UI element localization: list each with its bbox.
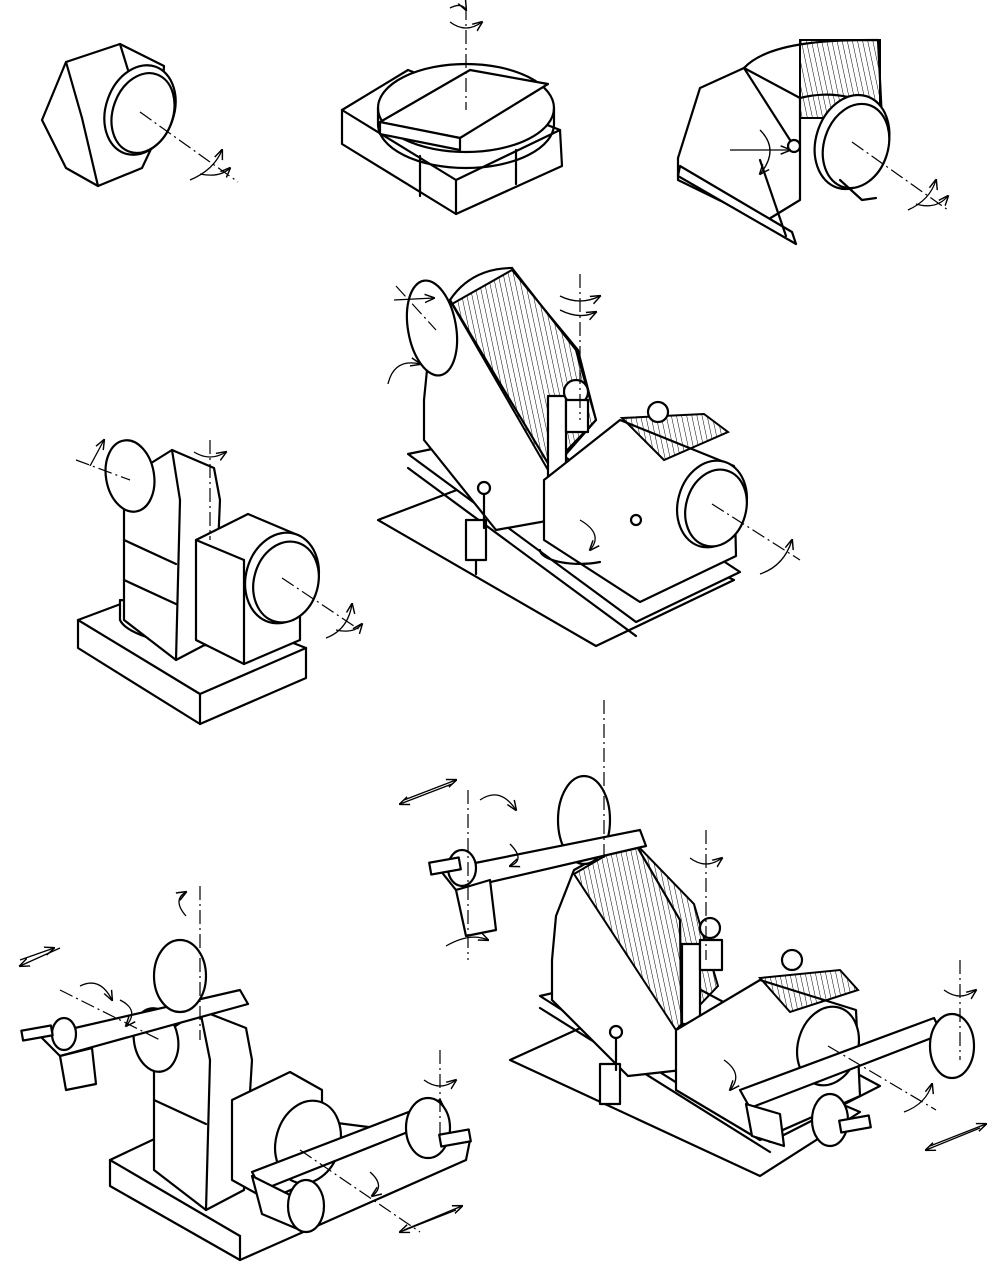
panel-c-tilting-head xyxy=(676,38,948,246)
panel-e-swivel-head xyxy=(75,436,362,726)
panel-g-table-tailstock xyxy=(400,700,986,1178)
panel-f-swivel-head-tailstock xyxy=(20,886,472,1262)
panel-a-rotary-head xyxy=(40,42,239,188)
panel-d-tilting-rotary-table xyxy=(376,266,801,648)
panel-b-rotary-table xyxy=(340,5,564,216)
